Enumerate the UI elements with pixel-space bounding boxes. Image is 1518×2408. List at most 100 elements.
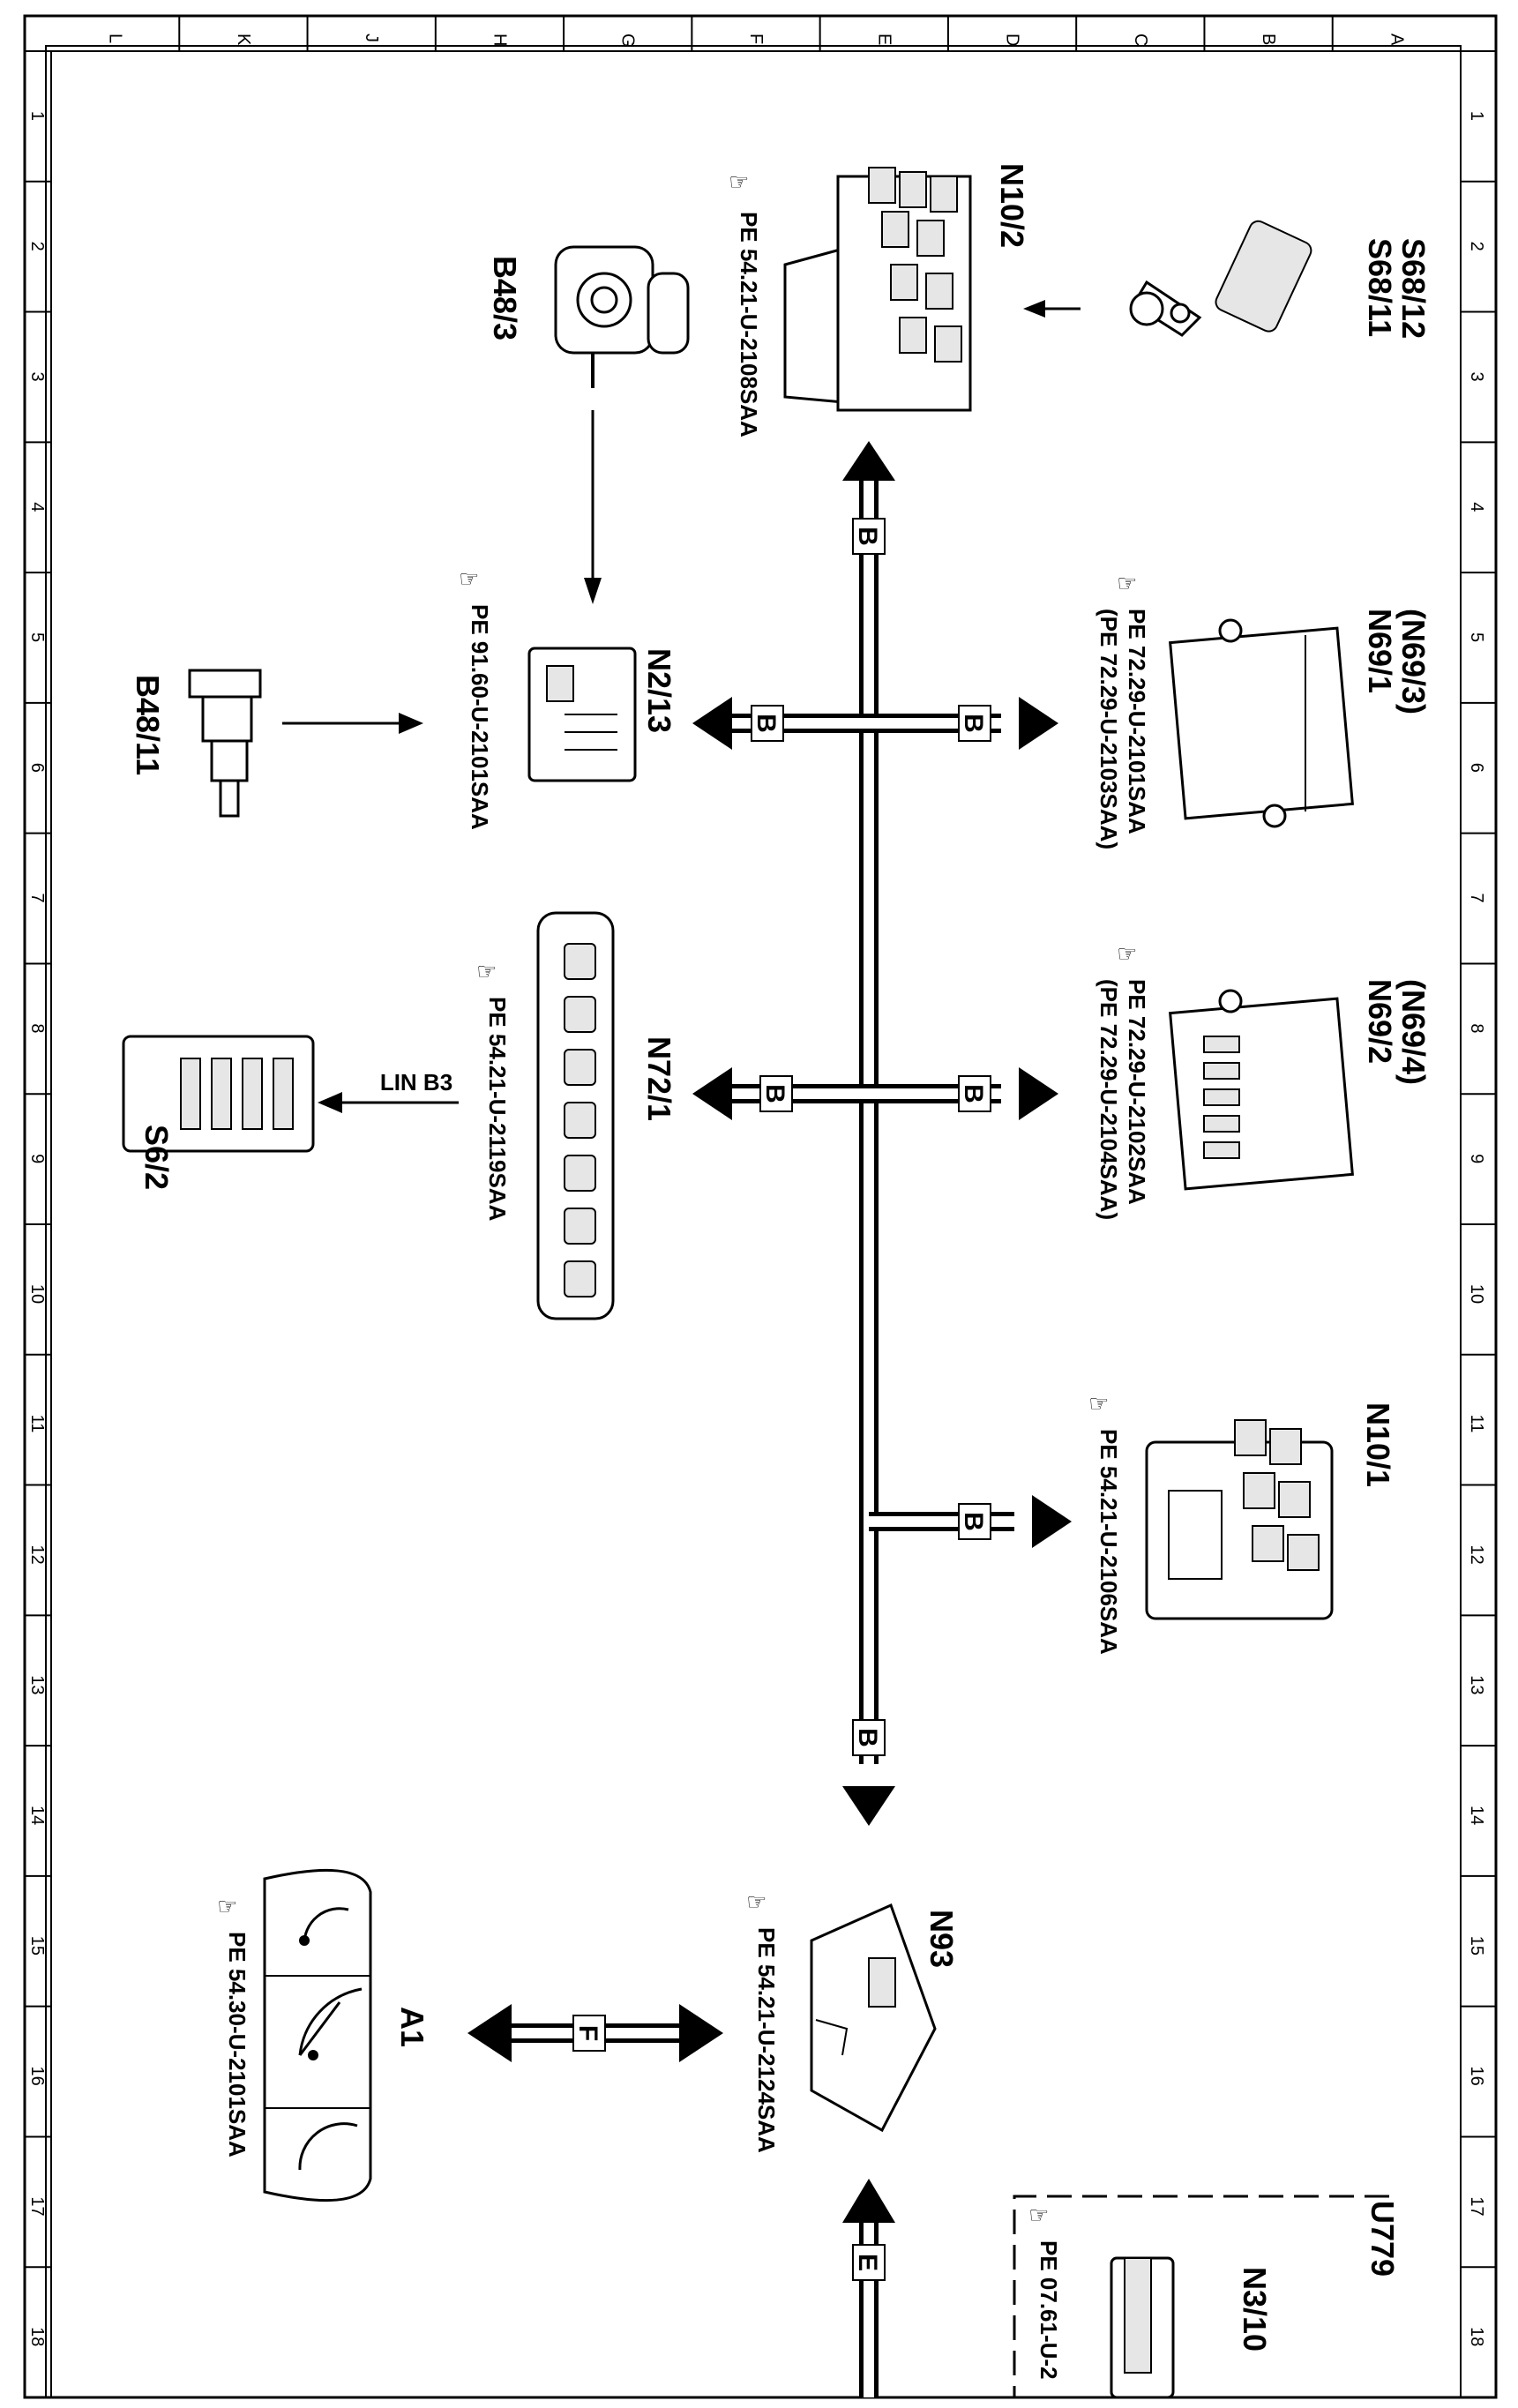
grid-row-label: 8 [27,1023,47,1033]
grid-row-label: 16 [27,2067,47,2086]
ref-n10-2: PE 54.21-U-2108SAA [736,212,762,437]
b48-3-key-sensor [554,245,690,388]
label-n69-1: N69/1 [1362,609,1398,693]
grid-row-label: 11 [27,1415,47,1433]
bus-label-b: B [959,1084,988,1103]
grid-row-label: 17 [27,2196,47,2216]
grid-row-label: 12 [27,1544,47,1564]
grid-row-label: 12 [1467,1544,1486,1564]
seat-belt-buckle-switch [1129,220,1312,337]
grid-column-label: J [362,34,381,42]
bus-f: F [467,2004,723,2062]
grid-column-label: C [1131,34,1150,46]
label-b48-3: B48/3 [487,256,523,340]
grid-column-label: B [1259,34,1278,45]
label-n72-1: N72/1 [641,1036,677,1121]
reference-hand-icon: ☞ [1117,570,1137,596]
grid-row-label: 2 [27,242,47,251]
grid-row-label: 18 [27,2327,47,2346]
reference-hand-icon: ☞ [476,958,497,984]
label-n10-2: N10/2 [994,163,1030,248]
grid-row-label: 7 [1467,894,1486,903]
n69-1-module [1169,618,1354,828]
n10-2-module [783,167,972,412]
bus-label-e: E [853,2254,882,2271]
grid-row-label: 2 [1467,242,1486,251]
label-n2-13: N2/13 [641,648,677,733]
grid-row-label: 17 [1467,2196,1486,2216]
grid-row-label: 5 [27,632,47,642]
label-a1: A1 [394,2007,430,2047]
grid-column-label: D [1003,34,1022,46]
reference-hand-icon: ☞ [1028,2202,1049,2228]
n10-1-module [1145,1419,1334,1620]
label-s6-2: S6/2 [138,1125,175,1190]
grid-row-label: 5 [1467,632,1486,642]
label-n69-2: N69/2 [1362,979,1398,1064]
grid-row-label: 8 [1467,1023,1486,1033]
label-n93: N93 [924,1910,960,1968]
grid-row-label: 15 [1467,1936,1486,1956]
signal-arrows [282,300,1081,1113]
label-s68-11: S68/11 [1362,238,1398,337]
grid-row-label: 11 [1467,1415,1486,1433]
n93-module [810,1903,937,2133]
grid-row-label: 4 [27,502,47,512]
n3-10-connector [1110,2256,1175,2399]
label-b48-11: B48/11 [130,675,166,775]
grid-row-label: 16 [1467,2067,1486,2086]
label-n69-3: (N69/3) [1395,609,1432,714]
grid-row-label: 18 [1467,2327,1486,2346]
grid-row-label: 3 [1467,371,1486,381]
bus-label-b: B [760,1084,789,1103]
label-n69-4: (N69/4) [1395,979,1432,1085]
grid-row-label: 9 [27,1154,47,1163]
grid-row-label: 13 [27,1675,47,1694]
n69-2-module [1169,989,1354,1191]
reference-hand-icon: ☞ [217,1893,237,1919]
grid-row-label: 1 [1467,111,1486,121]
ref-n10-1: PE 54.21-U-2106SAA [1096,1429,1122,1655]
bus-label-f: F [573,2025,602,2041]
ref-n93: PE 54.21-U-2124SAA [753,1927,780,2153]
grid-row-label: 1 [27,111,47,121]
reference-hand-icon: ☞ [1088,1390,1109,1417]
grid-row-label: 15 [27,1936,47,1956]
grid-row-label: 7 [27,894,47,903]
grid-row-label: 3 [27,371,47,381]
ref-n69-1: PE 72.29-U-2101SAA [1124,609,1150,834]
reference-hand-icon: ☞ [729,168,749,195]
grid-row-label: 4 [1467,502,1486,512]
bus-e: E [842,2179,895,2397]
grid-row-label: 10 [1467,1284,1486,1304]
grid-row-label: 14 [1467,1806,1486,1825]
label-lin-b3: LIN B3 [380,1069,452,1096]
b48-11-sensor [188,669,262,818]
grid-row-label: 14 [27,1806,47,1825]
labels: S68/11 S68/12 N10/2 PE 54.21-U-2108SAA ☞… [130,163,1432,2380]
bus-b-tags: B B B B B B B [751,518,991,1756]
grid-column-label: A [1387,34,1406,46]
ref-a1: PE 54.30-U-2101SAA [224,1932,251,2157]
grid-row-label: 6 [27,763,47,773]
grid-column-label: L [106,34,125,43]
grid-column-label: H [490,34,509,46]
bus-label-b: B [853,527,882,546]
u779-region [1013,2195,1389,2399]
reference-hand-icon: ☞ [459,565,479,592]
label-u779: U779 [1365,2201,1401,2277]
ref-n72-1: PE 54.21-U-2119SAA [484,997,511,1222]
bus-b-trunk [692,441,1072,1826]
grid-row-label: 13 [1467,1675,1486,1694]
label-s68-12: S68/12 [1395,238,1432,339]
grid-row-label: 9 [1467,1154,1486,1163]
reference-hand-icon: ☞ [1117,940,1137,967]
label-n3-10: N3/10 [1237,2267,1273,2352]
bus-label-b: B [959,714,988,733]
ref-n2-13: PE 91.60-U-2101SAA [467,604,493,830]
grid-column-label: K [234,34,253,46]
grid-column-label: E [874,34,894,45]
